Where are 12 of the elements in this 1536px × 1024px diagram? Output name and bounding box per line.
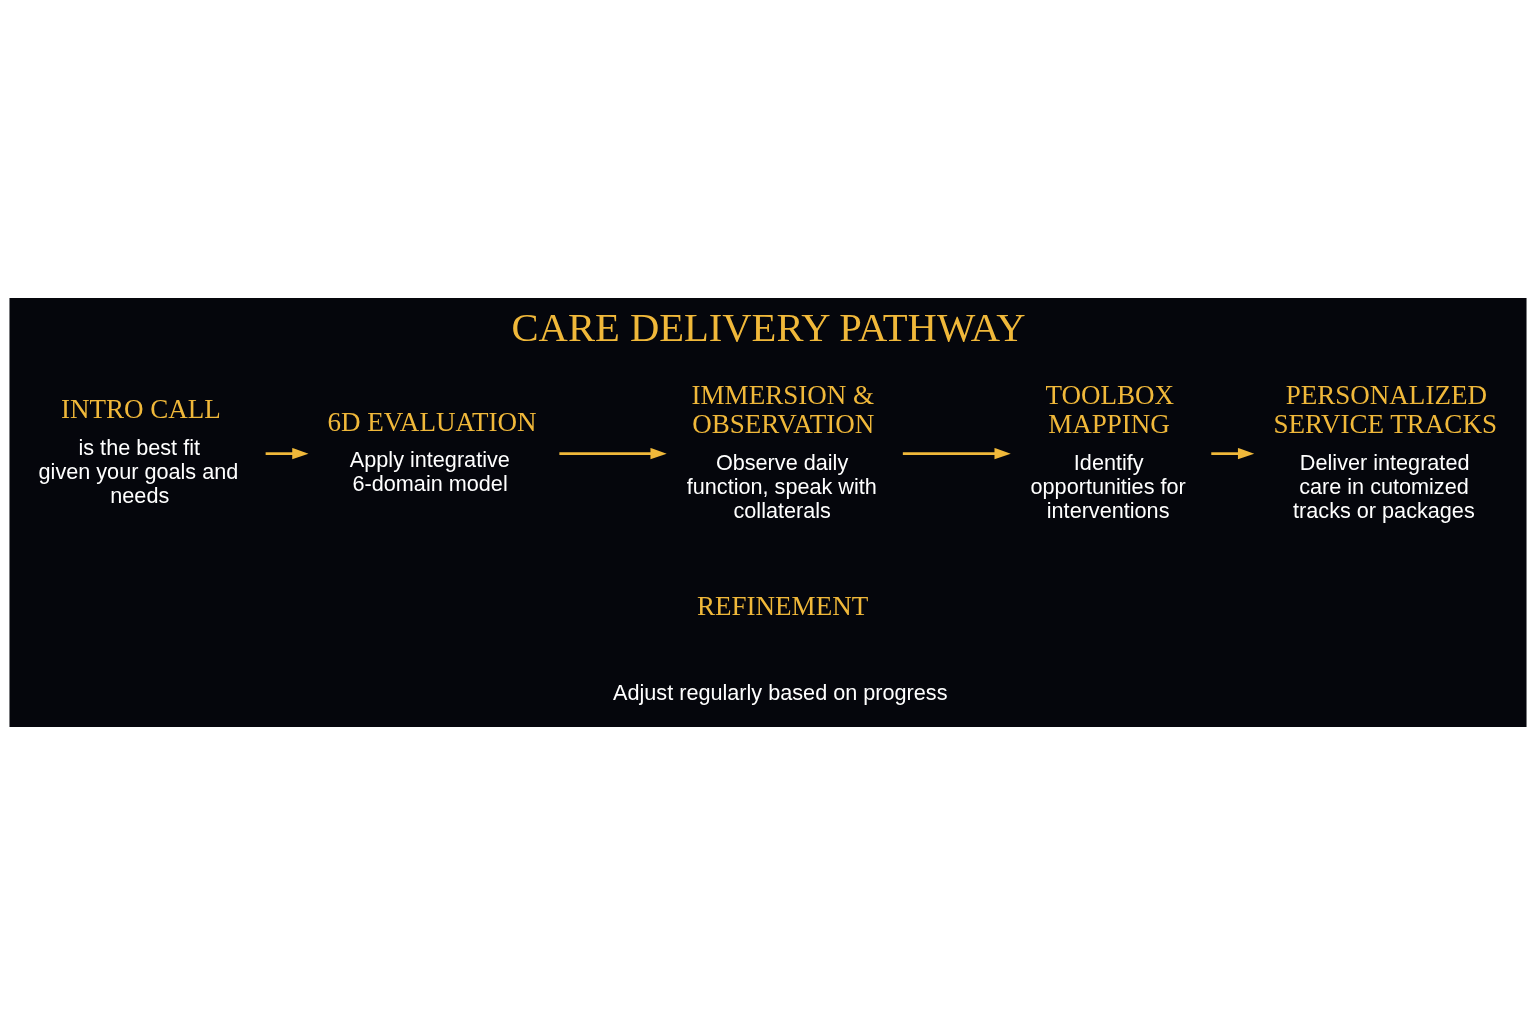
node-text: TOOLBOX MAPPING Identify opportunities for interventions (1030, 379, 1186, 523)
label: Adjust regularly based on progress (613, 679, 948, 705)
arrow (265, 447, 309, 459)
node-text: IMMERSION & OBSERVATION Observe daily function, speak with collaterals (686, 379, 877, 523)
node-text: INTRO CALL is the best fit given your goals and needs (38, 393, 239, 508)
diagram-title: CARE DELIVERY PATHWAY (511, 304, 1026, 350)
arrow (902, 447, 1011, 459)
node-text: PERSONALIZED SERVICE TRACKS Deliver integrated care in cutomized tracks or packages (1273, 379, 1497, 523)
node-text: 6D EVALUATION Apply integrative 6-domain model (327, 406, 537, 496)
label: REFINEMENT (696, 590, 869, 621)
arrow (559, 447, 667, 459)
arrow (1211, 447, 1255, 459)
